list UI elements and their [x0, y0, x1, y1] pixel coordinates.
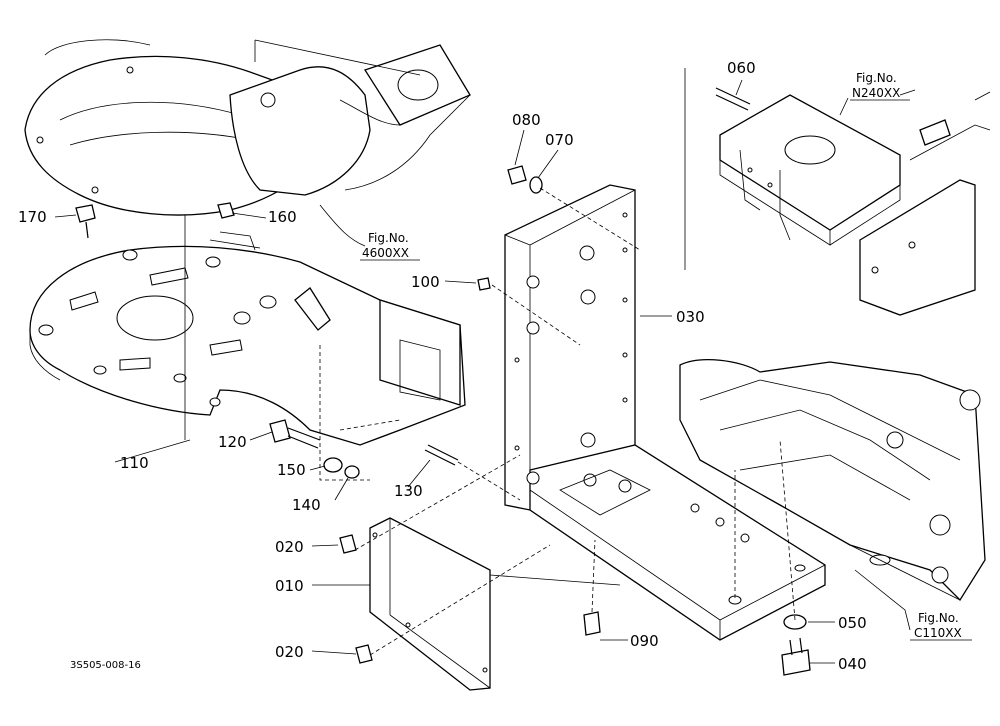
part-label-170: 170: [18, 208, 47, 226]
part-label-030: 030: [676, 308, 705, 326]
part-label-060: 060: [727, 59, 756, 77]
fig-ref-c110-number: C110XX: [914, 626, 962, 640]
fig-ref-n240-title: Fig.No.: [856, 71, 897, 85]
housing-plate-110: [29, 215, 466, 446]
part-label-160: 160: [268, 208, 297, 226]
part-label-140: 140: [292, 496, 321, 514]
part-label-120: 120: [218, 433, 247, 451]
leader-lines: [54, 79, 911, 664]
part-label-050: 050: [838, 614, 867, 632]
flywheel-housing-upper: [24, 39, 471, 216]
fig-ref-c110-title: Fig.No.: [918, 611, 959, 625]
part-label-130: 130: [394, 482, 423, 500]
cover-plate-010: [369, 517, 491, 691]
part-label-020-lower: 020: [275, 643, 304, 661]
part-label-110: 110: [120, 454, 149, 472]
part-label-090: 090: [630, 632, 659, 650]
part-label-150: 150: [277, 461, 306, 479]
part-label-100: 100: [411, 273, 440, 291]
part-label-010: 010: [275, 577, 304, 595]
engine-block-c110: [679, 359, 986, 602]
part-label-080: 080: [512, 111, 541, 129]
assembly-lines: [319, 68, 796, 656]
drawing-code: 3S505-008-16: [70, 660, 141, 671]
figure-references: Fig.No. 4600XX Fig.No. N240XX Fig.No. C1…: [360, 71, 972, 641]
fig-ref-n240-number: N240XX: [852, 86, 900, 100]
part-labels: 170 160 110 120 150 140 130 100 080 070 …: [18, 59, 867, 673]
bracket-030: [504, 184, 826, 641]
part-label-070: 070: [545, 131, 574, 149]
fig-ref-4600-number: 4600XX: [362, 246, 409, 260]
fasteners: [75, 87, 811, 676]
part-label-020-upper: 020: [275, 538, 304, 556]
part-label-040: 040: [838, 655, 867, 673]
frame-n240: [719, 89, 991, 316]
fig-ref-4600-title: Fig.No.: [368, 231, 409, 245]
